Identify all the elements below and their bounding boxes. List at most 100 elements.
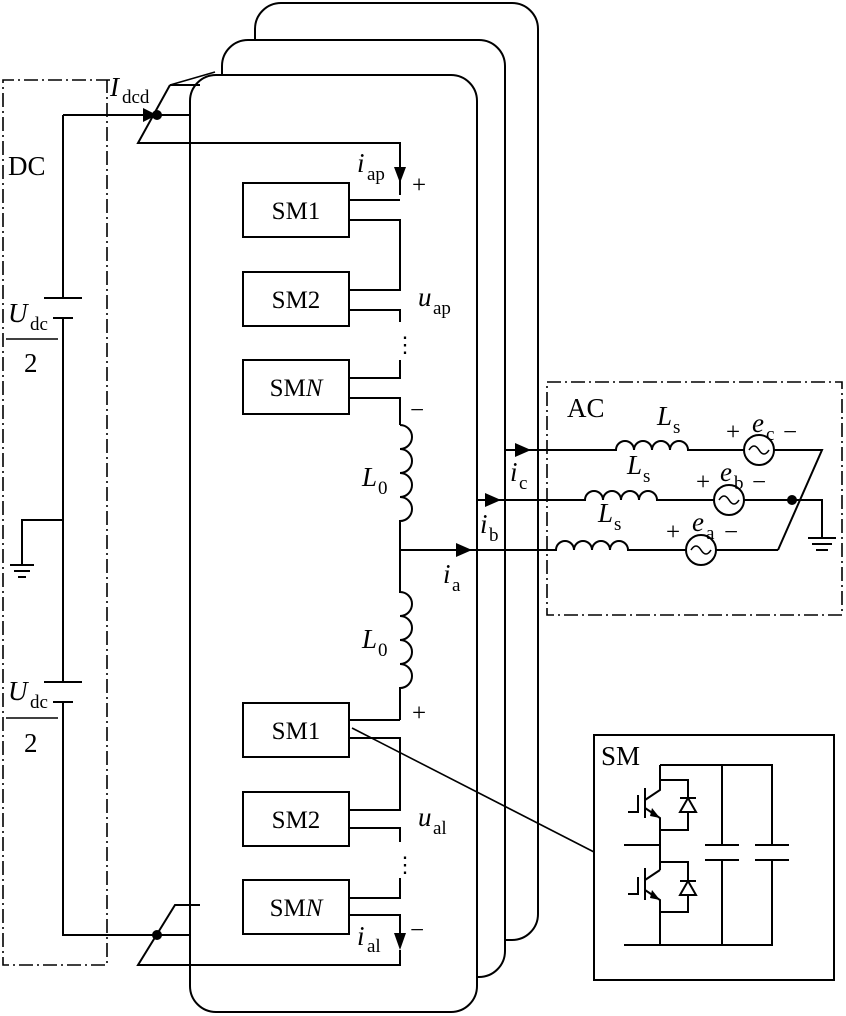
svg-text:−: − xyxy=(752,469,766,496)
ac-phase-b-line xyxy=(500,490,792,501)
svg-text:U: U xyxy=(8,298,29,328)
ec-label: + e c − xyxy=(726,408,797,446)
svg-text:dc: dc xyxy=(30,314,48,335)
svg-text:−: − xyxy=(724,519,738,546)
svg-text:2: 2 xyxy=(24,728,38,758)
svg-text:i: i xyxy=(357,148,365,178)
lower-sm1 xyxy=(242,702,350,758)
ls-a-label: L s xyxy=(597,498,621,535)
upper-sm1-label: SM1 xyxy=(272,198,321,225)
svg-text:b: b xyxy=(734,473,744,494)
svg-text:2: 2 xyxy=(24,348,38,378)
ac-frame xyxy=(546,381,843,616)
upper-smn-label: SMN xyxy=(270,375,324,402)
svg-text:a: a xyxy=(452,575,461,596)
upper-sm2-label: SM2 xyxy=(272,287,321,314)
dc-label: DC xyxy=(8,151,46,181)
svg-text:I: I xyxy=(109,72,121,102)
ac-phase-a-line xyxy=(470,540,778,551)
ls-c-label: L s xyxy=(656,401,680,438)
upper-bus-back xyxy=(169,71,216,86)
svg-text:0: 0 xyxy=(378,478,388,499)
svg-text:e: e xyxy=(752,408,764,438)
lower-sm2-label: SM2 xyxy=(272,807,321,834)
svg-text:c: c xyxy=(519,473,527,494)
upper-sm2 xyxy=(242,271,350,327)
svg-text:s: s xyxy=(673,417,680,438)
ial-arrow xyxy=(394,933,406,950)
svg-text:s: s xyxy=(643,466,650,487)
ac-label: AC xyxy=(567,393,605,423)
eb-label: + e b − xyxy=(696,457,766,496)
svg-text:c: c xyxy=(766,424,774,445)
dc-negative-wire xyxy=(62,702,155,936)
svg-text:i: i xyxy=(443,559,451,589)
l0-upper-label: L 0 xyxy=(361,462,388,499)
upper-arm-minus: − xyxy=(410,397,424,424)
svg-text:U: U xyxy=(8,676,29,706)
lower-arm-wiring xyxy=(349,719,401,935)
svg-text:al: al xyxy=(367,936,381,957)
iap-arrow xyxy=(394,167,406,183)
upper-smn xyxy=(242,359,350,415)
svg-text:dc: dc xyxy=(30,692,48,713)
dc-frame xyxy=(2,79,110,966)
sm-detail-label: SM xyxy=(601,741,640,771)
ic-arrow xyxy=(515,443,531,457)
lower-arm-plus: + xyxy=(412,700,426,727)
svg-text:dcd: dcd xyxy=(122,87,150,108)
dc-source-lower xyxy=(44,681,82,703)
svg-text:u: u xyxy=(418,282,432,312)
lower-bus xyxy=(136,904,401,966)
svg-text:L: L xyxy=(361,624,377,654)
ia-label: i a xyxy=(443,559,461,596)
uap-label: u ap xyxy=(418,282,451,319)
svg-text:−: − xyxy=(783,419,797,446)
svg-text:al: al xyxy=(433,818,447,839)
upper-arm-plus: + xyxy=(412,172,426,199)
dc-ground-symbol xyxy=(10,564,34,578)
ls-b-label: L s xyxy=(626,450,650,487)
svg-text:e: e xyxy=(720,457,732,487)
lower-sm2 xyxy=(242,791,350,847)
lower-dots: ⋮ xyxy=(394,852,416,877)
svg-text:i: i xyxy=(480,509,488,539)
upper-dots: ⋮ xyxy=(394,332,416,357)
ac-ground-symbol xyxy=(808,537,836,551)
svg-text:i: i xyxy=(357,921,365,951)
ia-arrow xyxy=(456,543,472,557)
sm-detail-circuit xyxy=(624,764,789,946)
udc-upper-label: U dc 2 xyxy=(6,298,58,378)
svg-text:L: L xyxy=(626,450,642,480)
dc-source-upper xyxy=(44,297,82,319)
svg-text:+: + xyxy=(696,469,710,496)
l0-lower-label: L 0 xyxy=(361,624,388,661)
ial-label: i al xyxy=(357,921,381,957)
ea-label: + e a − xyxy=(666,507,738,546)
iap-label: i ap xyxy=(357,148,385,185)
idcd-arrow xyxy=(143,108,157,122)
lower-arm-minus: − xyxy=(410,917,424,944)
lower-smn-label: SMN xyxy=(270,895,324,922)
lower-smn xyxy=(242,879,350,935)
ib-label: i b xyxy=(480,509,499,546)
svg-text:L: L xyxy=(361,462,377,492)
lower-sm1-label: SM1 xyxy=(272,718,321,745)
neutral-ground-wire xyxy=(792,499,823,538)
svg-text:+: + xyxy=(666,519,680,546)
svg-text:s: s xyxy=(614,514,621,535)
ic-label: i c xyxy=(510,457,527,494)
upper-sm1 xyxy=(242,182,350,238)
sm-detail-box xyxy=(593,734,835,981)
svg-text:0: 0 xyxy=(378,640,388,661)
sm-callout-line xyxy=(351,727,595,853)
svg-text:ap: ap xyxy=(367,164,385,185)
svg-text:i: i xyxy=(510,457,518,487)
svg-text:b: b xyxy=(489,525,499,546)
svg-text:L: L xyxy=(597,498,613,528)
upper-inductor xyxy=(399,424,413,550)
svg-text:u: u xyxy=(418,802,432,832)
svg-text:e: e xyxy=(692,507,704,537)
dc-ground-wire xyxy=(21,519,63,565)
